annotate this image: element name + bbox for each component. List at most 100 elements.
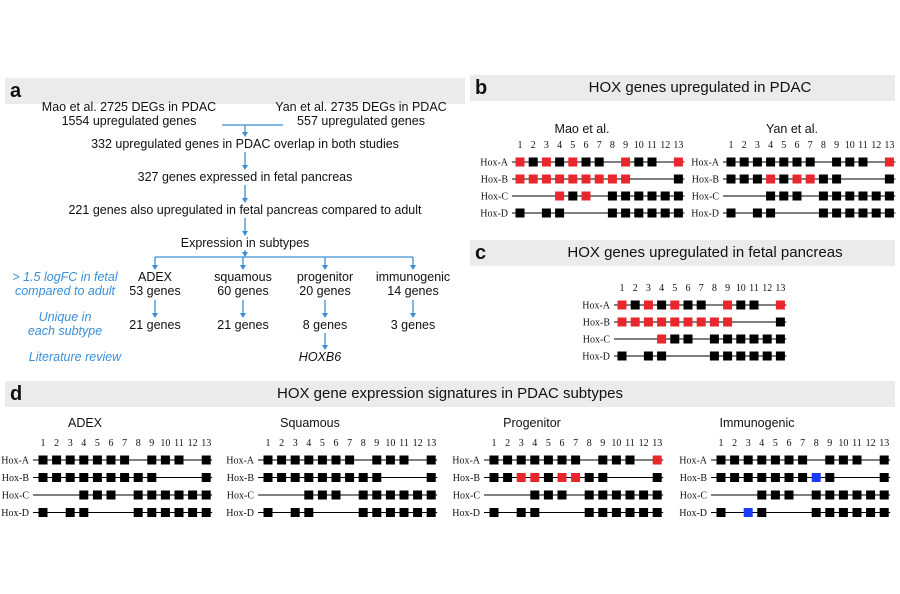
- hox-gene-square: [730, 455, 740, 465]
- hox-gene-square: [541, 174, 551, 184]
- paralog-number: 6: [334, 438, 339, 449]
- hox-gene-square: [757, 508, 767, 517]
- hox-gene-square: [709, 317, 719, 327]
- hox-gene-square: [581, 191, 591, 201]
- hox-gene-square: [201, 473, 211, 482]
- hox-gene-square: [621, 157, 631, 167]
- hox-gene-square: [879, 455, 889, 465]
- paralog-number: 3: [519, 438, 524, 449]
- hox-gene-square: [736, 351, 746, 361]
- hox-gene-square: [757, 455, 767, 465]
- panel-a-letter: a: [10, 80, 22, 102]
- hox-gene-square: [866, 490, 876, 500]
- yan-line1: Yan et al. 2735 DEGs in PDAC: [275, 100, 447, 114]
- hox-gene-square: [775, 317, 785, 327]
- hox-gene-square: [106, 455, 116, 465]
- hox-gene-square: [65, 508, 75, 517]
- hox-gene-square: [752, 157, 762, 167]
- hox-gene-square: [541, 157, 551, 167]
- hox-gene-square: [290, 455, 300, 465]
- hox-gene-square: [304, 490, 314, 500]
- paralog-number: 9: [725, 283, 730, 294]
- hox-gene-square: [643, 300, 653, 310]
- cluster-label-hox-d: Hox-D: [691, 209, 719, 220]
- panel-b-sub-mao: Mao et al.: [554, 122, 610, 136]
- hox-gene-square: [825, 490, 835, 500]
- paralog-number: 9: [149, 438, 154, 449]
- hox-gene-square: [845, 208, 855, 218]
- hox-gene-square: [120, 473, 130, 482]
- hox-gene-square: [92, 455, 102, 465]
- panel-a-bar: [5, 78, 465, 104]
- hox-gene-square: [825, 455, 835, 465]
- hox-gene-square: [372, 455, 382, 465]
- hox-gene-square: [304, 508, 314, 517]
- paralog-number: 5: [95, 438, 100, 449]
- hox-gene-square: [426, 508, 436, 517]
- hox-gene-square: [660, 208, 670, 218]
- hox-gene-square: [584, 473, 594, 482]
- paralog-number: 8: [587, 438, 592, 449]
- hox-gene-square: [568, 157, 578, 167]
- hox-gene-square: [584, 490, 594, 500]
- flow-arrow-head: [322, 345, 328, 350]
- paralog-number: 7: [573, 438, 578, 449]
- cluster-label-hox-b: Hox-B: [583, 318, 611, 329]
- hox-gene-square: [290, 473, 300, 482]
- paralog-number: 10: [634, 140, 644, 151]
- cluster-label-hox-b: Hox-B: [227, 473, 255, 484]
- hox-gene-square: [643, 317, 653, 327]
- hox-gene-square: [832, 208, 842, 218]
- paralog-number: 12: [639, 438, 649, 449]
- hox-gene-square: [607, 208, 617, 218]
- hox-gene-square: [730, 473, 740, 482]
- paralog-number: 13: [884, 140, 894, 151]
- paralog-number: 13: [201, 438, 211, 449]
- hox-gene-square: [399, 490, 409, 500]
- final-gene: HOXB6: [298, 350, 342, 364]
- hox-gene-square: [277, 455, 287, 465]
- paralog-number: 10: [611, 438, 621, 449]
- hox-gene-square: [516, 508, 526, 517]
- hox-gene-square: [630, 300, 640, 310]
- hox-gene-square: [838, 508, 848, 517]
- hox-gene-square: [331, 455, 341, 465]
- paralog-number: 8: [610, 140, 615, 151]
- hox-gene-square: [385, 490, 395, 500]
- paralog-number: 2: [633, 283, 638, 294]
- hox-gene-square: [630, 317, 640, 327]
- hox-gene-square: [832, 157, 842, 167]
- paralog-number: 9: [623, 140, 628, 151]
- paralog-number: 12: [762, 283, 772, 294]
- cluster-label-hox-c: Hox-C: [680, 491, 708, 502]
- cluster-label-hox-c: Hox-C: [481, 192, 509, 203]
- hox-gene-square: [818, 191, 828, 201]
- paralog-number: 12: [866, 438, 876, 449]
- hox-gene-square: [762, 351, 772, 361]
- hox-gene-square: [766, 191, 776, 201]
- hox-gene-square: [766, 208, 776, 218]
- hox-gene-square: [775, 300, 785, 310]
- hox-gene-square: [38, 473, 48, 482]
- paralog-number: 1: [518, 140, 523, 151]
- paralog-number: 1: [719, 438, 724, 449]
- paralog-number: 6: [109, 438, 114, 449]
- hox-gene-square: [762, 334, 772, 344]
- hox-gene-square: [784, 473, 794, 482]
- paralog-number: 3: [68, 438, 73, 449]
- cluster-label-hox-d: Hox-D: [480, 209, 508, 220]
- hox-gene-square: [160, 490, 170, 500]
- hox-gene-square: [358, 508, 368, 517]
- step-fetal-expressed: 327 genes expressed in fetal pancreas: [137, 170, 353, 184]
- hox-gene-square: [571, 455, 581, 465]
- hox-gene-square: [726, 157, 736, 167]
- hox-gene-square: [723, 317, 733, 327]
- paralog-number: 6: [686, 283, 691, 294]
- cluster-label-hox-a: Hox-A: [679, 456, 708, 467]
- paralog-number: 9: [827, 438, 832, 449]
- hox-gene-square: [779, 191, 789, 201]
- paralog-number: 2: [505, 438, 510, 449]
- hox-gene-square: [317, 490, 327, 500]
- hox-gene-square: [683, 317, 693, 327]
